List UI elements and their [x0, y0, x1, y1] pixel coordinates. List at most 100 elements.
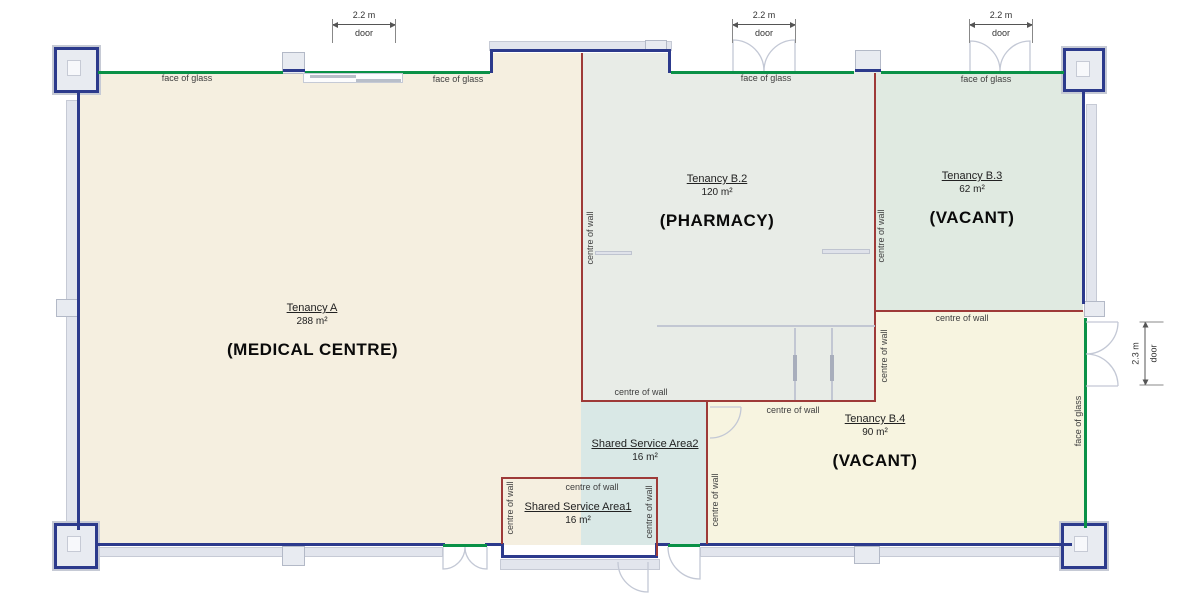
room-name: Tenancy A [286, 302, 338, 314]
shared-area2-region [581, 401, 707, 545]
glass-door-bottom [668, 544, 700, 547]
dimension-value: 2.2 m [752, 10, 776, 20]
column-core [1076, 61, 1090, 77]
door-jamb [793, 355, 797, 381]
wall-column [1084, 301, 1105, 317]
room-status: (VACANT) [832, 451, 918, 470]
column-core [67, 60, 81, 76]
column-core [1074, 536, 1088, 552]
room-area: 90 m² [862, 427, 888, 438]
boundary-b3-b4 [874, 310, 1083, 312]
centre-of-wall-label: centre of wall [710, 473, 720, 527]
dimension-label: door [991, 28, 1010, 38]
dimension-line [969, 19, 1033, 43]
room-area: 16 m² [565, 515, 591, 526]
glass-line-top [671, 71, 854, 74]
dimension-value: 2.2 m [989, 10, 1013, 20]
centre-of-wall-label: centre of wall [876, 209, 886, 263]
boundary-a-b2 [581, 53, 583, 402]
glass-line-right [1084, 318, 1087, 528]
centre-of-wall-label: centre of wall [879, 329, 889, 383]
room-status: (PHARMACY) [659, 211, 775, 230]
wall-recess-fill [581, 53, 668, 71]
dimension-line [332, 19, 396, 43]
door-swing [667, 546, 701, 580]
corner-column [1061, 523, 1107, 569]
room-area: 288 m² [296, 316, 328, 327]
glass-door-bottom [443, 544, 487, 547]
wall-shared1-bottom [501, 555, 658, 558]
dimension-label: door [354, 28, 373, 38]
dimension-line [732, 19, 796, 43]
dimension-value: 2.2 m [352, 10, 376, 20]
room-status: (MEDICAL CENTRE) [227, 340, 399, 359]
wall-left [77, 92, 80, 530]
room-status: (VACANT) [929, 208, 1015, 227]
tenancy-b3-region [875, 71, 1083, 311]
wall-bottom [485, 543, 503, 546]
wall-column [282, 52, 305, 74]
room-name: Tenancy B.3 [941, 170, 1003, 182]
room-label-shared-area2: Shared Service Area2 16 m² [570, 438, 720, 463]
wall-bottom [656, 543, 670, 546]
door-jamb [830, 355, 834, 381]
face-of-glass-label: face of glass [161, 73, 213, 83]
door-dimension: 2.2 m door [732, 10, 796, 43]
wall-column [854, 546, 880, 564]
double-door-swing [969, 40, 1031, 72]
face-of-glass-label: face of glass [960, 74, 1012, 84]
double-door-swing [1085, 321, 1119, 387]
glass-line-top [305, 71, 490, 74]
sliding-door-leaf [310, 75, 356, 78]
wall-shared1-side [501, 543, 504, 558]
wall-recess-fill [493, 53, 582, 71]
boundary-shared1-right [656, 477, 658, 556]
dimension-line [1139, 321, 1164, 386]
tenancy-b4-region [875, 311, 1084, 401]
face-of-glass-label: face of glass [740, 73, 792, 83]
tenancy-a-region [79, 71, 582, 545]
room-label-tenancy-b4: Tenancy B.4 90 m² (VACANT) [790, 413, 960, 471]
door-dimension: 2.2 m door [969, 10, 1033, 43]
wall-stub [822, 249, 870, 254]
wall-bottom [96, 543, 445, 546]
boundary-shared1-top [501, 477, 658, 479]
face-of-glass-label: face of glass [432, 74, 484, 84]
double-door-swing [732, 39, 796, 72]
centre-of-wall-label: centre of wall [565, 482, 619, 492]
wall-top-recess [668, 51, 671, 73]
wall-top-recess [490, 51, 493, 73]
dimension-label: door [754, 28, 773, 38]
door-dimension: 2.3 m door [1131, 321, 1164, 386]
partition-wall [657, 325, 875, 327]
corner-column [54, 523, 98, 569]
column-core [67, 536, 81, 552]
sliding-door-leaf [356, 79, 401, 82]
glass-line-top [98, 71, 283, 74]
boundary-shared2-b4 [706, 401, 708, 544]
room-label-tenancy-b3: Tenancy B.3 62 m² (VACANT) [887, 170, 1057, 228]
centre-of-wall-label: centre of wall [585, 211, 595, 265]
boundary-shared1-left [501, 477, 503, 544]
room-area: 62 m² [959, 184, 985, 195]
door-swing [617, 561, 649, 593]
wall-bottom [700, 543, 1072, 546]
wall-stub [595, 251, 632, 255]
room-name: Tenancy B.4 [844, 413, 906, 425]
sliding-door [303, 73, 403, 83]
centre-of-wall-label: centre of wall [505, 481, 515, 535]
double-door-swing [442, 546, 488, 570]
boundary-b2-b3 [874, 73, 876, 402]
wall-band-below-shared1 [500, 559, 660, 570]
room-name: Shared Service Area1 [524, 501, 632, 513]
dimension-label: door [1148, 344, 1159, 363]
wall-under-column [283, 69, 305, 72]
wall-right-b3 [1082, 90, 1085, 304]
room-area: 16 m² [632, 452, 658, 463]
boundary-b2-bottom [581, 400, 876, 402]
wall-top-recess [490, 49, 671, 52]
centre-of-wall-label: centre of wall [614, 387, 668, 397]
room-name: Tenancy B.2 [686, 173, 748, 185]
glass-line-top [881, 71, 1064, 74]
